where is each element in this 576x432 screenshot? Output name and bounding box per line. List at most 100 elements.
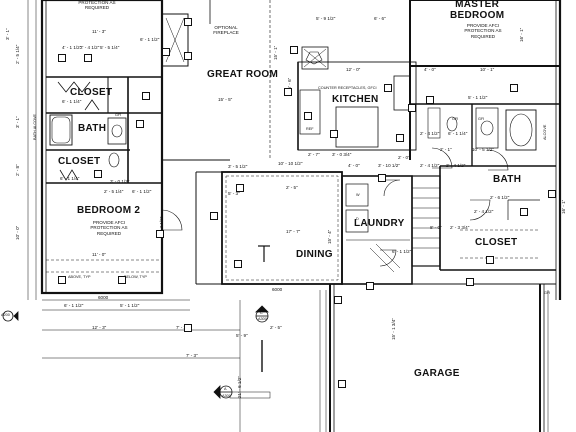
dim-43: 6000 <box>98 295 109 300</box>
note-ref: REF <box>306 127 314 131</box>
note-gfi-3: GFI <box>478 117 485 121</box>
dim-23: 2' - 7" <box>308 152 320 157</box>
dim-22: 10' - 10 1/2" <box>278 161 303 166</box>
note-alcove-left: BATH ALCOVE <box>33 113 37 140</box>
keynote-tag <box>236 184 244 192</box>
left-wing-outline <box>40 0 164 295</box>
dim-21: 3' - 10 1/2" <box>378 163 400 168</box>
note-alcove-right: ALCOVE <box>543 124 547 140</box>
note-gfi-1: GFI <box>115 113 122 117</box>
keynote-tag <box>84 54 92 62</box>
room-label-master-bedroom: MASTER BEDROOM <box>450 0 505 21</box>
note-gfi-4: GFI <box>544 291 551 295</box>
room-label-closet-left: CLOSET <box>70 87 113 98</box>
keynote-tag <box>58 276 66 284</box>
dim-34: 2' - 4 1/2" <box>474 209 494 214</box>
dim-4: 5' - 5 1/4" <box>100 45 120 50</box>
room-label-dining: DINING <box>296 249 333 260</box>
keynote-tag <box>156 230 164 238</box>
dim-5: 6' - 1 1/4" <box>60 176 80 181</box>
dim-42: 6000 <box>272 287 283 292</box>
dim-47: 10' - 0" <box>15 225 20 240</box>
room-label-closet-right: CLOSET <box>475 237 518 248</box>
dim-35: 2' - 6 1/2" <box>490 195 510 200</box>
dim-57: 16' - 1" <box>561 199 566 214</box>
dim-15: 5' - 9 1/2" <box>316 16 336 21</box>
keynote-tag <box>136 120 144 128</box>
dim-28: 5' - 3" <box>228 191 240 196</box>
keynote-tag <box>330 130 338 138</box>
dim-61: 3' - 0 1/2" <box>110 179 130 184</box>
keynote-tag <box>510 84 518 92</box>
keynote-tag <box>384 84 392 92</box>
keynote-tag <box>162 48 170 56</box>
dim-9: 6' - 1 1/2" <box>64 303 84 308</box>
dim-60: 2' - 5" <box>286 185 298 190</box>
keynote-tag <box>284 88 292 96</box>
dim-20: 3' - 0 3/4" <box>332 152 352 157</box>
keynote-tag <box>142 92 150 100</box>
keynote-tag <box>334 296 342 304</box>
note-dryer: D <box>356 217 359 221</box>
dim-17: 12' - 0" <box>346 67 361 72</box>
keynote-tag <box>378 174 386 182</box>
dim-55: 8' - 0" <box>430 225 442 230</box>
keynote-tag <box>290 46 298 54</box>
dim-41: 2' - 5" <box>270 325 282 330</box>
section-marker-a: A <box>224 387 227 391</box>
room-label-kitchen: KITCHEN <box>332 94 379 105</box>
keynote-tag <box>548 190 556 198</box>
dim-13: 7' - 3" <box>186 353 198 358</box>
keynote-tag <box>396 134 404 142</box>
dim-25: 17' - 7" <box>286 229 301 234</box>
dim-38: 15' - 4" <box>327 229 332 244</box>
dim-18: 4' - 0" <box>424 67 436 72</box>
keynote-tag <box>366 282 374 290</box>
dim-33: 5' - 1 1/2" <box>468 95 488 100</box>
keynote-tag <box>234 260 242 268</box>
note-master-afci: PROVIDE AFCI PROTECTION AS REQUIRED <box>464 23 502 39</box>
keynote-tag <box>338 380 346 388</box>
dim-48: 3' - 1" <box>5 28 10 40</box>
dim-14: 15' - 5" <box>218 97 233 102</box>
dim-10: 5' - 1 1/2" <box>120 303 140 308</box>
dim-59: 15' - 1 3/4" <box>391 318 396 340</box>
section-ref-a200: A200 <box>1 313 10 317</box>
room-label-bath-left: BATH <box>78 123 107 134</box>
note-bedroom2-afci: PROVIDE AFCI PROTECTION AS REQUIRED <box>90 220 128 236</box>
dim-11: 12' - 3" <box>92 325 107 330</box>
room-label-bedroom2: BEDROOM 2 <box>77 205 141 216</box>
note-top-protection: PROTECTION AS REQUIRED <box>78 0 116 11</box>
dim-19: 10' - 1" <box>480 67 495 72</box>
dim-31: 2' - 1" <box>440 147 452 152</box>
dim-40: 5' - 9" <box>236 333 248 338</box>
note-gfi-2: GFI <box>452 117 459 121</box>
dim-39: 21' - 6 1/2" <box>237 376 242 398</box>
dim-2: 6' - 1 1/2" <box>140 37 160 42</box>
dim-24: 3' - 5 1/2" <box>228 164 248 169</box>
dim-36: 6' - 1 1/2" <box>392 249 412 254</box>
section-ref-a300-1: A300 <box>258 317 267 321</box>
dim-16: 6' - 6" <box>374 16 386 21</box>
dim-29: 6' - 1 1/4" <box>62 99 82 104</box>
dim-27: 16' - 1" <box>519 27 524 42</box>
dim-1: 11' - 3" <box>92 29 106 34</box>
keynote-tag <box>486 256 494 264</box>
dim-6: 2' - 5 1/4" <box>104 189 124 194</box>
keynote-tag <box>466 278 474 286</box>
keynote-tag <box>184 324 192 332</box>
dim-32: 10' - 5 1/2" <box>472 147 494 152</box>
section-marker-c: C <box>260 311 263 315</box>
note-optional-fireplace: OPTIONAL FIREPLACE <box>213 25 239 36</box>
section-ref-a300-2: A300 <box>222 394 231 398</box>
keynote-tag <box>58 54 66 62</box>
dim-8: 11' - 0" <box>92 252 106 257</box>
room-label-closet-left2: CLOSET <box>58 156 101 167</box>
keynote-tag <box>520 208 528 216</box>
dim-30: 6' - 1 1/4" <box>448 131 468 136</box>
keynote-tag <box>210 212 218 220</box>
dim-54: 4' - 0" <box>348 163 360 168</box>
room-label-great-room: GREAT ROOM <box>207 69 279 80</box>
